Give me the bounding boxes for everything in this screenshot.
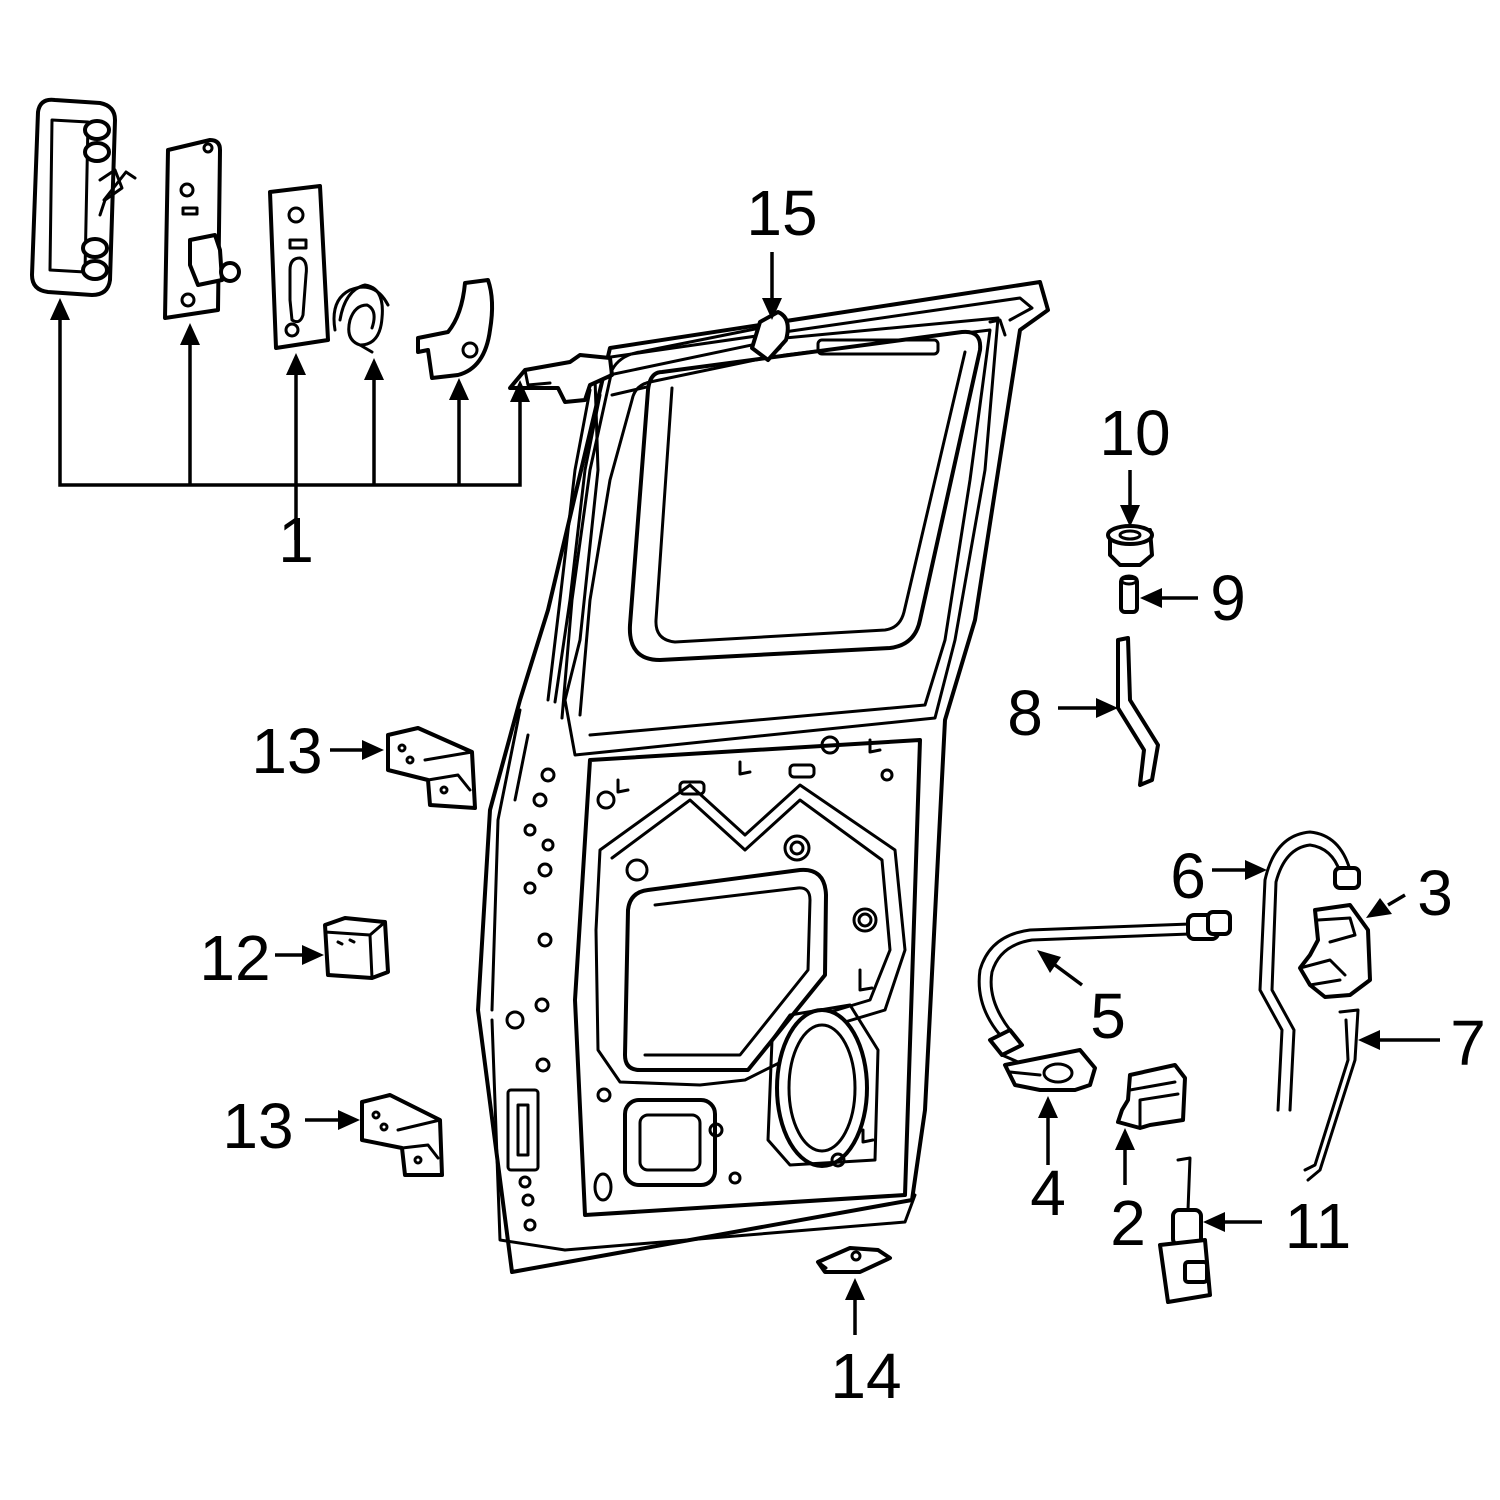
- callout-8: 8: [1007, 677, 1043, 749]
- callout-12: 12: [199, 922, 270, 994]
- callout-10: 10: [1099, 397, 1170, 469]
- part-1-latch-set: [30, 97, 614, 404]
- part-10-grommet: [1106, 524, 1154, 567]
- callout-11: 11: [1285, 1190, 1351, 1262]
- part-2-bracket: [1116, 1063, 1187, 1130]
- callout-4: 4: [1030, 1157, 1066, 1229]
- callout-3: 3: [1417, 857, 1453, 929]
- part-8-rod: [1116, 636, 1160, 787]
- part-13-lower-hinge: [360, 1093, 444, 1177]
- callout-14: 14: [830, 1340, 901, 1412]
- callout-9: 9: [1210, 562, 1246, 634]
- callout-15: 15: [746, 177, 817, 249]
- callout-5: 5: [1090, 980, 1126, 1052]
- part-6-control-rod: [1258, 830, 1361, 1112]
- callout-7: 7: [1450, 1007, 1486, 1079]
- inner-door-panel: [573, 735, 922, 1217]
- callout-6: 6: [1170, 840, 1206, 912]
- part-3-latch: [1298, 903, 1372, 999]
- part-13-upper-hinge: [386, 726, 477, 810]
- part-4-handle-base: [1003, 1048, 1097, 1092]
- callout-labels: 1 2 3 4 5 6 7 8 9 10 11 12 13 13 14 15: [199, 177, 1485, 1412]
- callout-1: 1: [278, 504, 314, 576]
- callout-2: 2: [1110, 1187, 1146, 1259]
- door-edge-holes: [505, 767, 556, 1232]
- part-14-plate: [816, 1246, 892, 1274]
- window-frame: [546, 316, 1007, 757]
- part-9-pin: [1119, 574, 1139, 614]
- callout-13-lower: 13: [222, 1090, 293, 1162]
- part-15-weatherstrip: [560, 310, 790, 720]
- part-5-control-rod: [977, 910, 1232, 1064]
- part-12-block: [323, 916, 390, 980]
- part-7-control-rod: [1303, 1008, 1360, 1182]
- leader-lines: [50, 252, 1440, 1335]
- callout-13-upper: 13: [251, 715, 322, 787]
- part-11-lock-actuator: [1158, 1156, 1212, 1304]
